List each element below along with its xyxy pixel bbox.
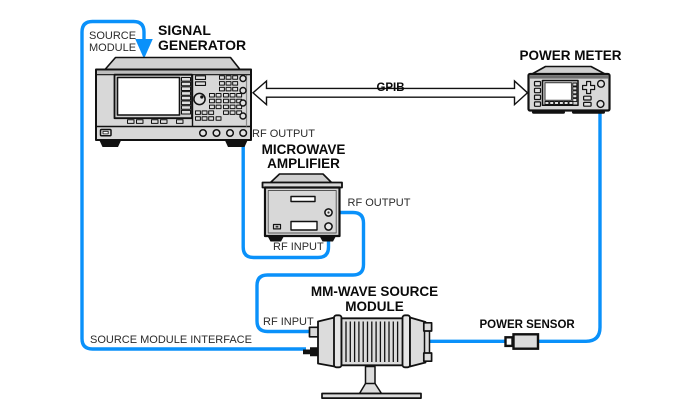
- gpib-label: GPIB: [376, 82, 405, 95]
- source-module-arrowhead: [135, 39, 153, 59]
- signal-generator-device: [95, 56, 252, 147]
- module-rf-input-label: RF INPUT: [263, 315, 314, 328]
- source-module-label: SOURCE MODULE: [89, 30, 137, 55]
- source-module-interface-label: SOURCE MODULE INTERFACE: [90, 333, 252, 346]
- microwave-amplifier-device: [261, 173, 343, 242]
- sig-gen-rf-output-label: RF OUTPUT: [252, 128, 315, 141]
- signal-generator-label: SIGNAL GENERATOR: [158, 21, 247, 53]
- signal-generator-side-buttons: [239, 74, 247, 120]
- cable-module-to-power-meter: [429, 105, 602, 343]
- amp-rf-input-label: RF INPUT: [273, 240, 324, 253]
- microwave-amplifier-label: MICROWAVE AMPLIFIER: [261, 142, 346, 171]
- power-meter-label: POWER METER: [519, 47, 622, 63]
- amp-rf-output-label: RF OUTPUT: [347, 196, 411, 209]
- power-meter-device: [527, 65, 611, 114]
- power-sensor-label: POWER SENSOR: [479, 318, 575, 331]
- power-sensor-device: [504, 333, 540, 350]
- cable-amp-to-module: [255, 210, 366, 334]
- mm-wave-source-module-device: [303, 314, 433, 399]
- cable-source-module-interface: [80, 19, 306, 351]
- mm-wave-module-label: MM-WAVE SOURCE MODULE: [310, 284, 439, 314]
- cable-rfout-to-amp: [241, 133, 331, 260]
